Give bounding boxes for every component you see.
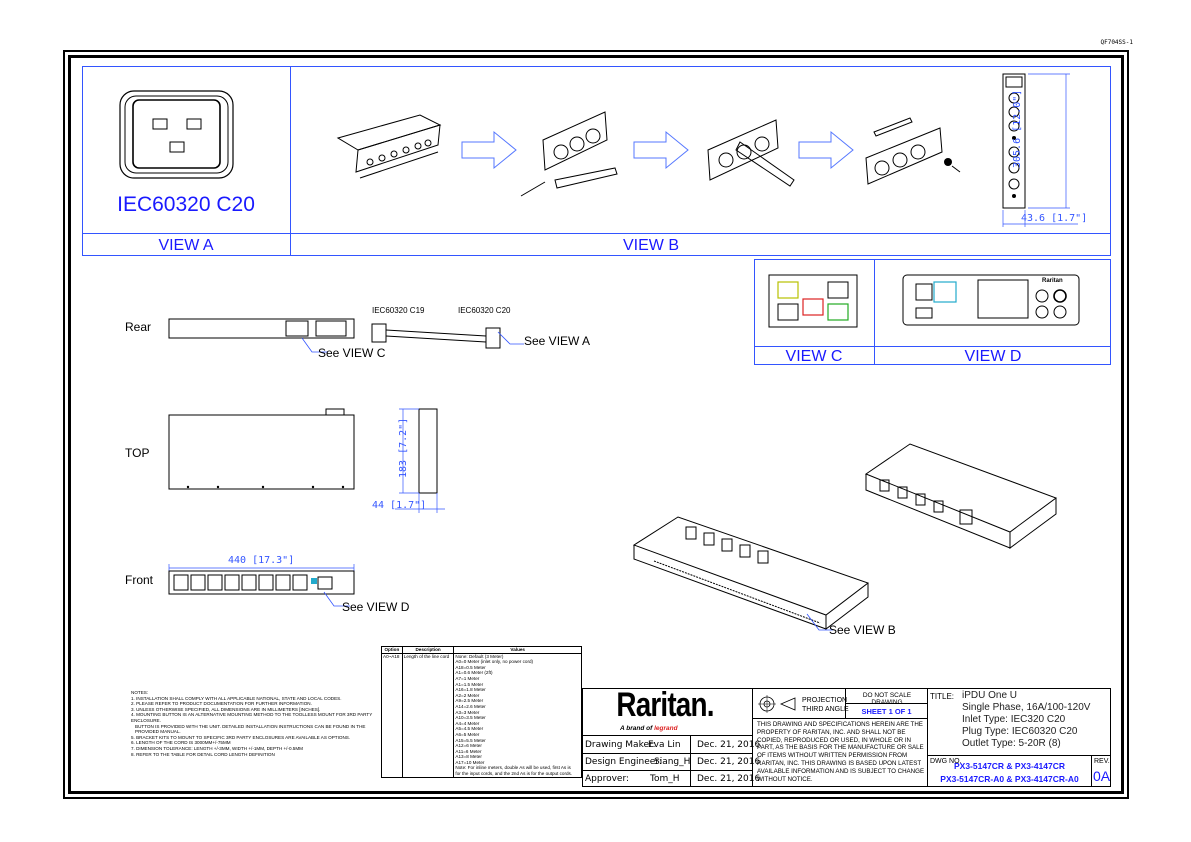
values-cell: None: Default (3 Meter) A0=0 Meter (inle… [453, 652, 582, 778]
view-cd-box [754, 259, 1111, 365]
design-engineer-date: Dec. 21, 2016 [697, 757, 761, 767]
iso-front-drawing [632, 516, 870, 631]
top-view-drawing [168, 408, 355, 490]
arrow-step-1 [461, 130, 517, 170]
top-height-dim: 183 [7.2"] [398, 417, 409, 478]
bracket-step-3 [707, 119, 795, 187]
sheet-border-outer [63, 50, 1129, 799]
drawing-maker-date: Dec. 21, 2016 [697, 740, 761, 750]
power-cord-drawing [371, 323, 501, 349]
raritan-logo: Raritan. [616, 686, 714, 724]
view-b-width-dim: 43.6 [1.7"] [1021, 213, 1088, 224]
notes: NOTES: 1. INSTALLATION SHALL COMPLY WITH… [131, 690, 376, 757]
c20-inlet-drawing [119, 90, 234, 179]
disclaimer: THIS DRAWING AND SPECIFICATIONS HEREIN A… [757, 721, 925, 783]
view-b-label: VIEW B [622, 237, 679, 254]
rear-label: Rear [125, 320, 152, 334]
arrow-step-2 [633, 130, 689, 170]
iso-rear-drawing [864, 443, 1058, 549]
front-label: Front [125, 573, 154, 587]
view-d-label: VIEW D [964, 348, 1022, 365]
side-view-drawing [395, 408, 445, 513]
approver-label: Approver: [585, 774, 630, 784]
view-a-title: IEC60320 C20 [117, 193, 255, 216]
network-ports-drawing [768, 274, 858, 328]
sheet-border-inner [68, 55, 1124, 794]
view-c-label: VIEW C [785, 348, 843, 365]
panel-brand: Raritan [1042, 278, 1063, 284]
see-view-c: See VIEW C [318, 346, 386, 360]
design-engineer-label: Design Engineer: [585, 757, 662, 767]
sheet-number: SHEET 1 OF 1 [861, 707, 912, 716]
values-header: Values [453, 646, 582, 654]
front-width-dim: 440 [17.3"] [228, 555, 295, 566]
drawing-maker: Eva Lin [648, 740, 681, 750]
description-cell: Length of the line cord [401, 652, 455, 778]
rev-label: REV. [1094, 758, 1110, 765]
top-width-dim: 44 [1.7"] [372, 500, 427, 511]
top-label: TOP [125, 446, 150, 460]
see-view-b: See VIEW B [829, 623, 896, 637]
controller-panel-drawing [902, 274, 1080, 326]
projection-label: PROJECTION [802, 697, 848, 704]
drawing-title: iPDU One U Single Phase, 16A/100-120V In… [962, 690, 1091, 749]
title-label: TITLE: [930, 692, 955, 701]
bracket-side-view [1002, 73, 1026, 209]
view-a-label: VIEW A [158, 237, 214, 254]
legrand-logo: legrand [654, 725, 678, 732]
drawing-maker-label: Drawing Maker: [585, 740, 656, 750]
view-ab-box [82, 66, 1111, 256]
drawing-ref: QF704SS-1 [1100, 39, 1133, 46]
bracket-step-4 [865, 117, 961, 185]
see-view-a: See VIEW A [524, 334, 591, 348]
approver: Tom_H [650, 774, 680, 784]
approver-date: Dec. 21, 2016 [697, 774, 761, 784]
option-table: Option Description Values A0~A18 Length … [381, 646, 582, 778]
front-view-drawing [168, 570, 355, 595]
see-view-d: See VIEW D [342, 600, 410, 614]
option-cell: A0~A18 [381, 652, 403, 778]
dwg-label: DWG NO. [930, 758, 962, 765]
view-b-height-dim: 305.6 [12.0"] [1012, 89, 1023, 168]
third-angle-projection-icon [758, 695, 796, 713]
bracket-step-1 [336, 114, 442, 179]
c19-label: IEC60320 C19 [372, 306, 425, 315]
do-not-scale: DO NOT SCALE DRAWING [862, 692, 912, 706]
dwg-number-2: PX3-5147CR-A0 & PX3-4147CR-A0 [940, 774, 1079, 784]
logo-sub: A brand of legrand [620, 725, 678, 732]
title-block [582, 688, 1111, 787]
design-engineer: Siang_H [654, 757, 691, 767]
dwg-number-1: PX3-5147CR & PX3-4147CR [953, 761, 1066, 771]
rear-view-drawing [168, 318, 355, 339]
option-header: Option [381, 646, 403, 654]
third-angle-label: THIRD ANGLE [802, 706, 849, 713]
bracket-step-2 [520, 111, 618, 197]
notes-title: NOTES: [131, 690, 149, 695]
c20-label: IEC60320 C20 [458, 306, 511, 315]
rev-value: 0A [1092, 768, 1111, 784]
arrow-step-3 [798, 130, 854, 170]
description-header: Description [401, 646, 455, 654]
